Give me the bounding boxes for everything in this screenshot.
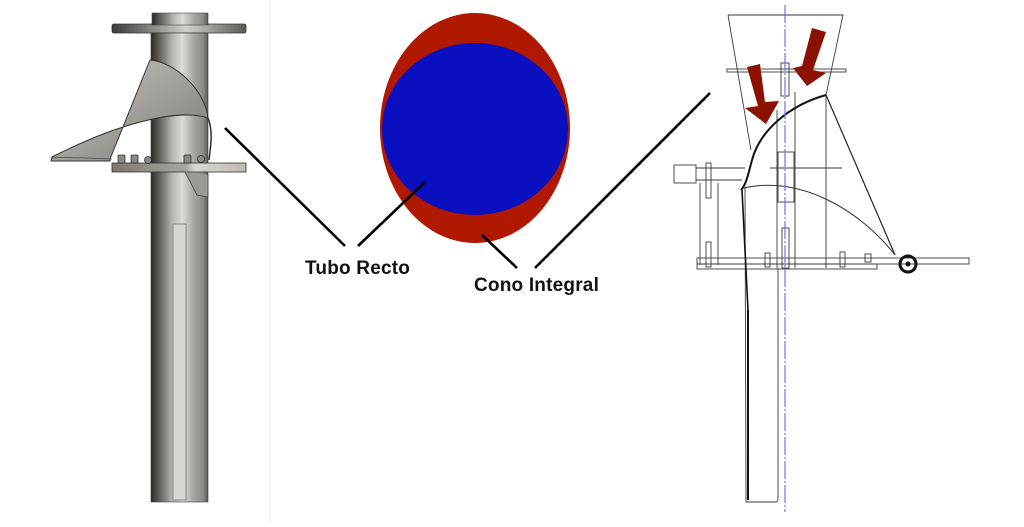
down-tube [744, 187, 779, 503]
mounting-plate [111, 162, 247, 173]
straight-tube-section [382, 43, 568, 215]
flow-arrow-right [793, 28, 826, 86]
helical-cone [50, 59, 209, 162]
cone-edge [207, 117, 212, 161]
hopper-funnel [727, 14, 844, 151]
wheel [898, 254, 918, 274]
left-arm [673, 164, 697, 184]
leader-lines [224, 92, 711, 269]
leader-tube-section [357, 181, 426, 247]
straight-tube-render [50, 12, 247, 503]
flow-arrows [745, 28, 826, 124]
pipe-collar [151, 12, 209, 26]
label-straight-tube: Tubo Recto [305, 258, 411, 279]
plate-bracket [184, 171, 209, 198]
base-rail [696, 257, 970, 265]
top-flange [111, 23, 247, 34]
cross-section [380, 13, 570, 243]
integral-cone-curve [740, 94, 827, 191]
label-integral-cone: Cono Integral [474, 275, 600, 296]
bolts [117, 154, 205, 164]
flow-arrow-left [745, 64, 779, 124]
leader-tube-render [224, 127, 346, 247]
leader-cone-section [481, 234, 518, 269]
leader-cone-drawing [534, 92, 711, 269]
pipe-slot [172, 223, 187, 501]
hopper-drawing [673, 14, 970, 503]
cone-lip [50, 157, 113, 160]
top-bar [726, 68, 847, 73]
